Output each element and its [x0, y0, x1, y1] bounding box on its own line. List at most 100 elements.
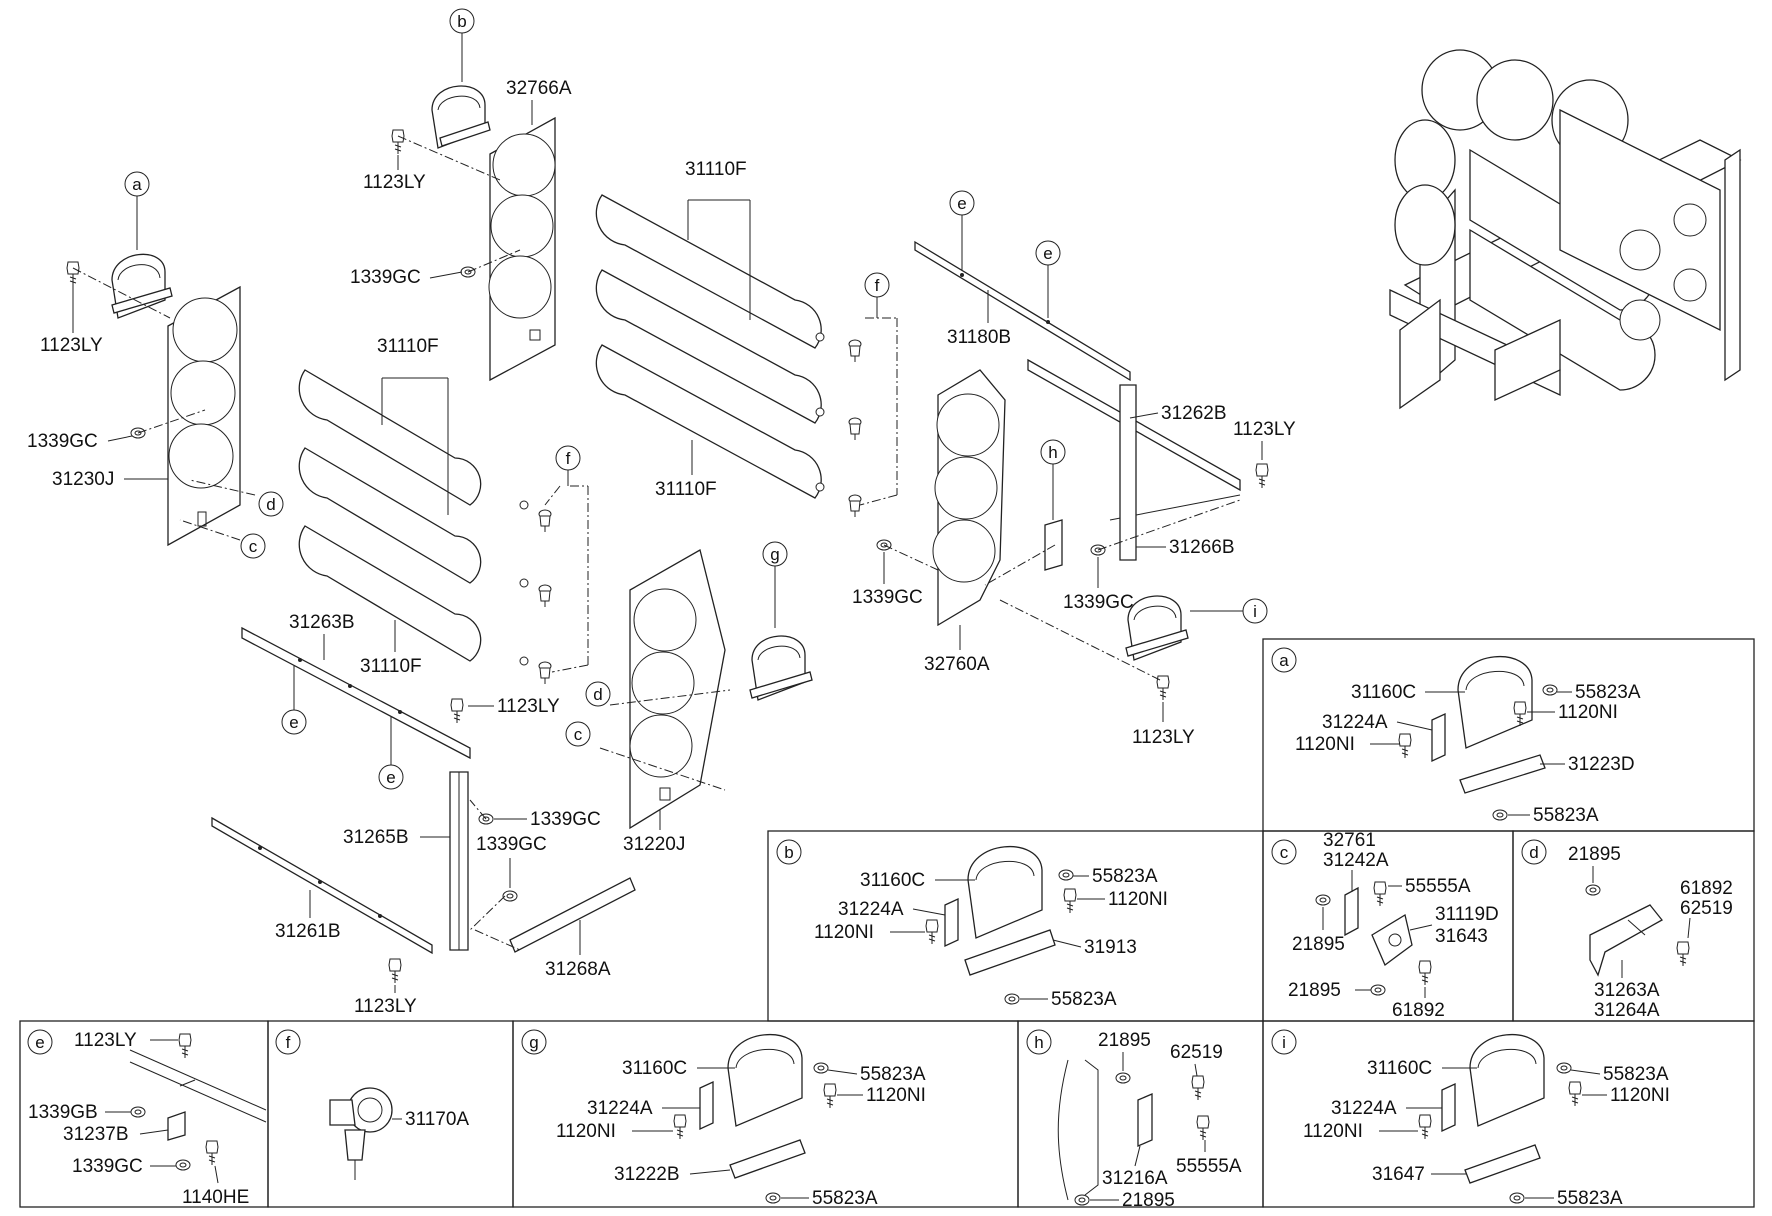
svg-text:31264A: 31264A — [1594, 1000, 1660, 1021]
svg-text:c: c — [574, 725, 583, 744]
svg-text:1120NI: 1120NI — [1108, 889, 1168, 910]
svg-text:62519: 62519 — [1680, 898, 1733, 919]
svg-text:31224A: 31224A — [1331, 1098, 1397, 1119]
svg-text:g: g — [529, 1033, 538, 1052]
callout-f-1: f — [555, 445, 581, 486]
svg-text:31242A: 31242A — [1323, 850, 1389, 871]
svg-text:31643: 31643 — [1435, 926, 1488, 947]
svg-text:31223D: 31223D — [1568, 754, 1635, 775]
detail-panel-h: h 21895 62519 31216A 55555A 21895 — [1026, 1029, 1242, 1211]
label-1123LY-4: 1123LY — [354, 996, 417, 1017]
svg-text:g: g — [770, 545, 779, 564]
svg-text:1120NI: 1120NI — [1295, 734, 1355, 755]
svg-text:b: b — [457, 12, 466, 31]
callout-b: b — [449, 8, 475, 82]
label-32760A: 32760A — [924, 654, 990, 675]
label-1339GC-3: 1339GC — [530, 809, 601, 830]
svg-text:61892: 61892 — [1392, 1000, 1445, 1021]
svg-text:b: b — [784, 843, 793, 862]
svg-text:1120NI: 1120NI — [1610, 1085, 1670, 1106]
svg-text:h: h — [1034, 1033, 1043, 1052]
svg-text:31913: 31913 — [1084, 937, 1137, 958]
label-31262B: 31262B — [1161, 403, 1227, 424]
label-31261B: 31261B — [275, 921, 341, 942]
svg-text:d: d — [593, 685, 602, 704]
svg-text:31224A: 31224A — [587, 1098, 653, 1119]
svg-text:a: a — [132, 175, 142, 194]
post-31266B — [1119, 384, 1137, 561]
label-31265B: 31265B — [343, 827, 409, 848]
label-1123LY-1: 1123LY — [363, 172, 426, 193]
rail-31180B — [914, 240, 1131, 382]
post-31265B — [449, 771, 469, 951]
label-1123LY-3: 1123LY — [497, 696, 560, 717]
callout-e-1: e — [949, 190, 975, 275]
tank-group-upper — [595, 194, 825, 499]
rail-31263B — [241, 626, 471, 760]
callout-d-left: d — [258, 491, 284, 517]
svg-text:31263A: 31263A — [1594, 980, 1660, 1001]
label-31110F-3: 31110F — [655, 479, 717, 500]
label-31110F-1: 31110F — [685, 159, 747, 180]
svg-text:31216A: 31216A — [1102, 1168, 1168, 1189]
bracket-h — [1044, 519, 1063, 571]
callout-d-mid: d — [585, 681, 611, 707]
detail-panel-d: d 21895 61892 62519 31263A 31264A — [1521, 839, 1733, 1021]
callout-h: h — [1040, 439, 1066, 520]
svg-text:e: e — [1043, 244, 1052, 263]
svg-text:i: i — [1282, 1033, 1286, 1052]
svg-text:d: d — [1529, 843, 1538, 862]
svg-text:62519: 62519 — [1170, 1042, 1223, 1063]
svg-text:31170A: 31170A — [405, 1109, 469, 1130]
svg-text:e: e — [35, 1033, 44, 1052]
rail-31268A — [509, 877, 636, 953]
svg-text:55823A: 55823A — [1051, 989, 1117, 1010]
callout-c-mid: c — [565, 721, 591, 747]
callout-e-2: e — [1035, 240, 1061, 318]
svg-text:e: e — [957, 194, 966, 213]
label-32766A: 32766A — [506, 78, 572, 99]
svg-text:1123LY: 1123LY — [74, 1030, 137, 1051]
svg-text:55823A: 55823A — [1533, 805, 1599, 826]
label-1123LY-5: 1123LY — [1233, 419, 1296, 440]
detail-panel-e: e 1123LY 1339GB 31237B 1339GC 1140HE — [27, 1029, 267, 1208]
svg-text:21895: 21895 — [1288, 980, 1341, 1001]
label-31220J: 31220J — [623, 834, 685, 855]
clamp-g — [749, 635, 813, 701]
svg-text:f: f — [286, 1033, 291, 1052]
svg-text:61892: 61892 — [1680, 878, 1733, 899]
svg-text:21895: 21895 — [1098, 1030, 1151, 1051]
label-1123LY-6: 1123LY — [1132, 727, 1195, 748]
tank-group-left — [298, 369, 529, 666]
detail-panel-a: a 31160C 55823A 31224A 1120NI 1120NI 312… — [1271, 647, 1641, 826]
label-1339GC-5: 1339GC — [852, 587, 923, 608]
svg-text:1339GC: 1339GC — [72, 1156, 143, 1177]
svg-text:31647: 31647 — [1372, 1164, 1425, 1185]
svg-text:1339GB: 1339GB — [28, 1102, 98, 1123]
plate-32766A — [488, 116, 556, 382]
svg-text:1120NI: 1120NI — [1558, 702, 1618, 723]
svg-text:f: f — [566, 449, 571, 468]
label-31110F-2: 31110F — [377, 336, 439, 357]
svg-text:1120NI: 1120NI — [866, 1085, 926, 1106]
callout-f-2: f — [864, 272, 890, 318]
svg-text:55823A: 55823A — [1575, 682, 1641, 703]
svg-text:1140HE: 1140HE — [182, 1187, 249, 1208]
callout-g: g — [762, 541, 788, 628]
svg-text:55823A: 55823A — [1603, 1064, 1669, 1085]
svg-text:31224A: 31224A — [1322, 712, 1388, 733]
callout-c-left: c — [240, 533, 266, 559]
callout-i: i — [1190, 598, 1268, 624]
svg-text:d: d — [266, 495, 275, 514]
plate-32760A — [932, 369, 1006, 627]
label-31110F-4: 31110F — [360, 656, 422, 677]
label-1339GC-6: 1339GC — [1063, 592, 1134, 613]
svg-text:21895: 21895 — [1292, 934, 1345, 955]
svg-text:55555A: 55555A — [1405, 876, 1471, 897]
svg-text:i: i — [1253, 602, 1257, 621]
label-31180B: 31180B — [947, 327, 1011, 348]
label-31268A: 31268A — [545, 959, 611, 980]
label-1339GC-2: 1339GC — [27, 431, 98, 452]
svg-text:31222B: 31222B — [614, 1164, 680, 1185]
